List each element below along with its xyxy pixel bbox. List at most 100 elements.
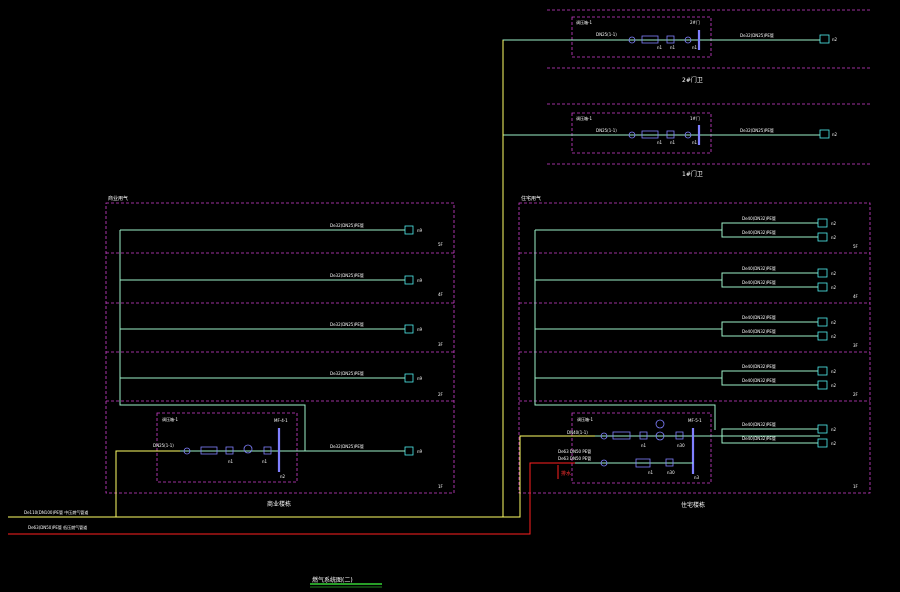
regulator-icon xyxy=(684,131,692,139)
branch-count: n2 xyxy=(831,285,837,290)
floor-label: 5F xyxy=(853,244,859,249)
svg-text:n1: n1 xyxy=(670,140,676,145)
floor-label: 3F xyxy=(438,342,444,347)
top-unit-2: 调压箱-1 DN25(1-1) 2#门 n1 n1 n1 De32(DN25)P… xyxy=(502,9,870,120)
regulator-icon xyxy=(684,36,692,44)
branch-count: n2 xyxy=(831,235,837,240)
svg-text:n2: n2 xyxy=(832,37,838,42)
gas-appliance-icon xyxy=(404,324,414,334)
branch-count: n9 xyxy=(417,228,423,233)
svg-text:n1: n1 xyxy=(657,45,663,50)
right-riser-label: 住宅用气 xyxy=(521,195,541,202)
svg-text:n1: n1 xyxy=(228,459,234,464)
branch-spec: De40(DN32)PE管 xyxy=(742,314,776,320)
svg-text:n1: n1 xyxy=(262,459,268,464)
branch-spec: De40(DN32)PE管 xyxy=(742,328,776,334)
main-yellow-label: De110(DN100)PE管 中压燃气管道 xyxy=(24,509,88,515)
cabinet-title: 调压箱-1 xyxy=(162,416,178,422)
filter-icon xyxy=(641,35,659,44)
filter-icon xyxy=(612,431,631,440)
top-unit-1: 调压箱-1 DN25(1-1) 1#门 n1 n1 n1 De32(DN25)P… xyxy=(503,103,870,178)
branch-count: n2 xyxy=(831,271,837,276)
aux-pipe-1: De63 DN50 PE管 xyxy=(558,448,591,454)
gas-appliance-icon xyxy=(817,366,828,376)
floor-label: 2F xyxy=(853,392,859,397)
branch-spec: De40(DN32)PE管 xyxy=(742,279,776,285)
svg-text:n3: n3 xyxy=(694,475,700,480)
gas-appliance-icon xyxy=(817,438,828,448)
cutoff-valve-icon xyxy=(665,458,674,467)
cutoff-valve-icon xyxy=(263,446,272,455)
top-unit-meter-tag: 2#门 xyxy=(690,19,700,25)
top-unit-pipe: DN25(1-1) xyxy=(596,32,617,37)
branch-spec: De40(DN32)PE管 xyxy=(742,421,776,427)
regulator-icon xyxy=(655,431,665,441)
branch-spec: De40(DN32)PE管 xyxy=(742,377,776,383)
floor-label: 1F xyxy=(853,484,859,489)
floor-label: 1F xyxy=(438,484,444,489)
floor-label: 2F xyxy=(438,392,444,397)
top-unit-spec: De32(DN25)PE管 xyxy=(740,32,774,38)
svg-text:n2: n2 xyxy=(280,474,286,479)
gas-appliance-icon xyxy=(819,34,830,44)
filter-icon xyxy=(200,446,218,455)
ball-valve-icon xyxy=(628,36,636,44)
svg-text:n1: n1 xyxy=(641,443,647,448)
top-unit-title: 调压箱-1 xyxy=(576,19,592,25)
ball-valve-icon xyxy=(600,432,608,440)
drawing-title-block: 燃气系统图(二) xyxy=(310,576,382,588)
branch-count: n9 xyxy=(417,449,423,454)
cabinet-title: 调压箱-1 xyxy=(577,416,593,422)
branch-spec: De32(DN25)PE管 xyxy=(330,272,364,278)
top-unit-spec: De32(DN25)PE管 xyxy=(740,127,774,133)
branch-count: n9 xyxy=(417,278,423,283)
gas-appliance-icon xyxy=(817,232,828,242)
branch-count: n2 xyxy=(831,441,837,446)
top-unit-caption: 2#门卫 xyxy=(682,76,703,84)
ball-valve-icon xyxy=(628,131,636,139)
gas-appliance-icon xyxy=(817,268,828,278)
regulator-icon xyxy=(655,419,665,429)
svg-text:n1: n1 xyxy=(670,45,676,50)
top-unit-meter-tag: 1#门 xyxy=(690,115,700,121)
branch-spec: De32(DN25)PE管 xyxy=(330,370,364,376)
top-unit-caption: 1#门卫 xyxy=(682,170,703,178)
gas-appliance-icon xyxy=(404,275,414,285)
cabinet-meter-tag: MF-5-1 xyxy=(688,418,702,423)
cabinet-meter-tag: MF-4-1 xyxy=(274,418,288,423)
regulator-icon xyxy=(243,444,253,454)
ball-valve-icon xyxy=(600,459,608,467)
gas-appliance-icon xyxy=(404,373,414,383)
drawing-title: 燃气系统图(二) xyxy=(312,576,353,584)
filter-icon xyxy=(641,130,659,139)
ball-valve-icon xyxy=(183,447,191,455)
gas-appliance-icon xyxy=(817,282,828,292)
branch-count: n2 xyxy=(831,221,837,226)
gas-appliance-icon xyxy=(817,331,828,341)
gas-appliance-icon xyxy=(817,317,828,327)
cutoff-valve-icon xyxy=(225,446,234,455)
flange-icon xyxy=(635,458,651,468)
cutoff-valve-icon xyxy=(666,35,675,44)
branch-spec: De32(DN25)PE管 xyxy=(330,222,364,228)
branch-spec: De40(DN32)PE管 xyxy=(742,215,776,221)
top-unit-pipe: DN25(1-1) xyxy=(596,128,617,133)
gas-appliance-icon xyxy=(819,129,830,139)
main-lines: De110(DN100)PE管 中压燃气管道 De63(DN50)PE管 低压燃… xyxy=(8,40,595,535)
svg-text:n1: n1 xyxy=(648,470,654,475)
gas-appliance-icon xyxy=(817,424,828,434)
branch-count: n2 xyxy=(831,369,837,374)
branch-spec: De40(DN32)PE管 xyxy=(742,229,776,235)
floor-label: 5F xyxy=(438,242,444,247)
drain-label: 排水 xyxy=(561,470,571,477)
branch-spec: De32(DN25)PE管 xyxy=(330,321,364,327)
top-unit-title: 调压箱-1 xyxy=(576,115,592,121)
main-red-label: De63(DN50)PE管 低压燃气管道 xyxy=(28,524,87,530)
right-riser: 住宅用气 De40(DN32)PE管 De40(DN32)PE管 n2 n2 5F De4… xyxy=(518,195,871,509)
svg-text:n30: n30 xyxy=(677,443,685,448)
gas-appliance-icon xyxy=(817,218,828,228)
branch-spec: De40(DN32)PE管 xyxy=(742,265,776,271)
right-riser-caption: 住宅楼栋 xyxy=(681,501,705,509)
branch-spec: De40(DN32)PE管 xyxy=(742,363,776,369)
